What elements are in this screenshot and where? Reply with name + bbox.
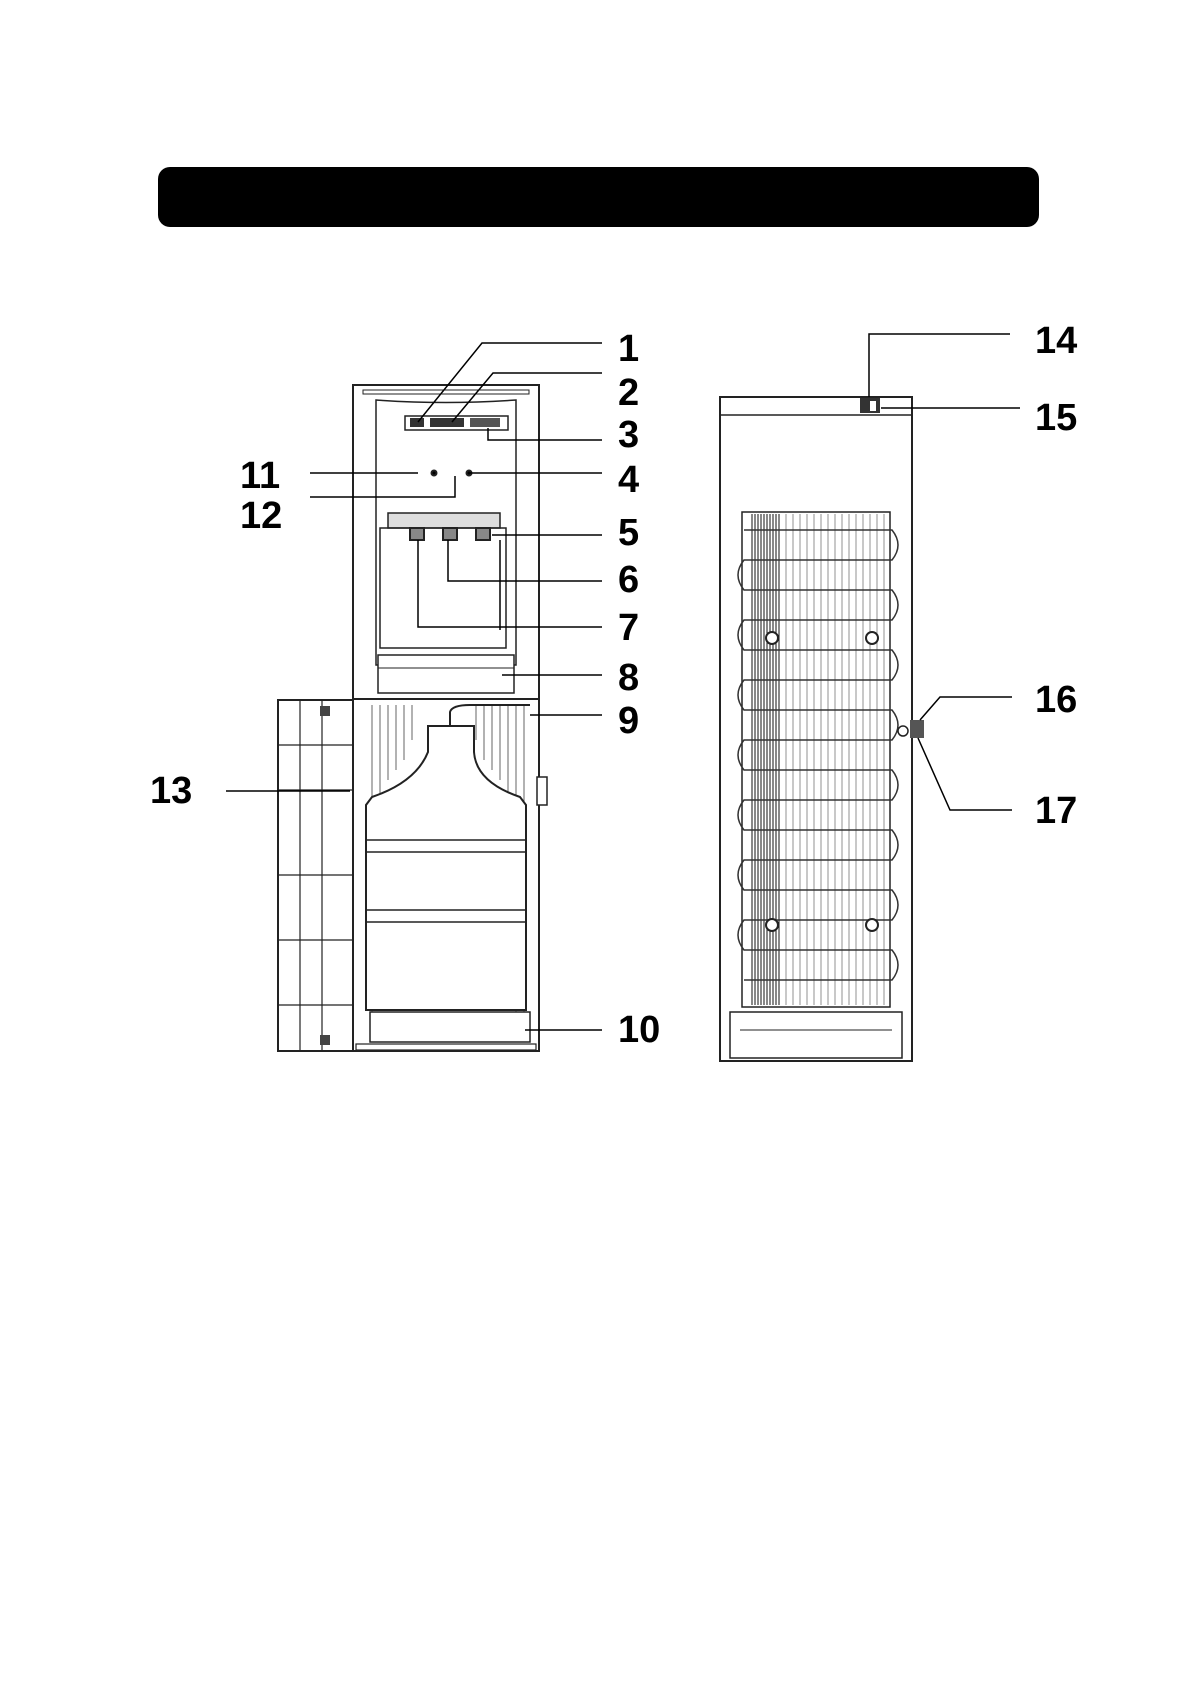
- callout-4: 4: [618, 459, 639, 501]
- callout-2: 2: [618, 372, 639, 414]
- callout-13: 13: [150, 770, 192, 812]
- callout-8: 8: [618, 657, 639, 699]
- callout-11: 11: [240, 455, 280, 497]
- callout-10: 10: [618, 1009, 660, 1051]
- callout-15: 15: [1035, 397, 1077, 439]
- callout-17: 17: [1035, 790, 1077, 832]
- callout-7: 7: [618, 607, 639, 649]
- callout-3: 3: [618, 414, 639, 456]
- callout-16: 16: [1035, 679, 1077, 721]
- front-view: [278, 385, 547, 1051]
- callout-1: 1: [618, 328, 639, 370]
- callout-12: 12: [240, 495, 282, 537]
- callout-9: 9: [618, 700, 639, 742]
- callout-6: 6: [618, 559, 639, 601]
- callout-14: 14: [1035, 320, 1077, 362]
- rear-view: [720, 397, 924, 1061]
- callout-5: 5: [618, 512, 639, 554]
